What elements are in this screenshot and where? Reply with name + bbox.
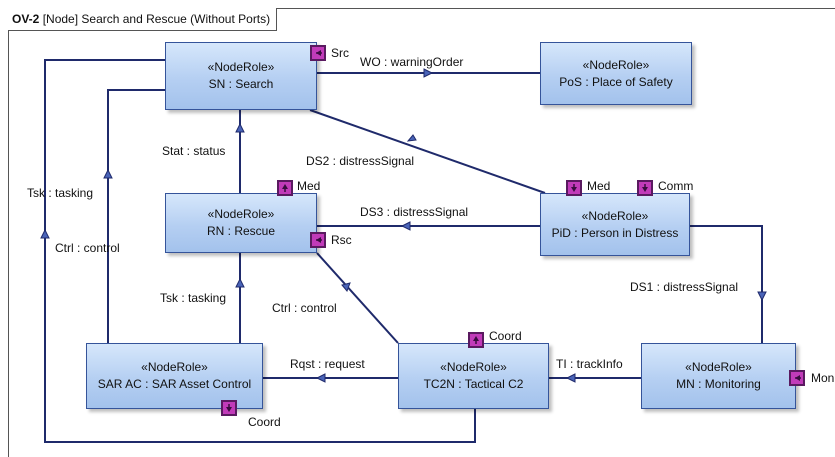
port-mn-mon[interactable]: [789, 370, 805, 386]
node-person-in-distress-stereotype: «NodeRole»: [581, 208, 649, 223]
node-tactical-c2-stereotype: «NodeRole»: [440, 360, 507, 374]
flow-label-ctrl-inner: Ctrl : control: [272, 301, 337, 315]
frame-title: [Node] Search and Rescue (Without Ports): [42, 12, 271, 26]
flow-ctrl-outer-arrow: [103, 168, 113, 179]
node-rescue-name: RN : Rescue: [206, 224, 276, 238]
arrow-up-icon: [282, 184, 288, 192]
frame-keyword: OV-2: [12, 12, 40, 26]
flow-label-tsk-outer: Tsk : tasking: [27, 186, 94, 200]
diagram-frame: [8, 8, 835, 457]
flow-tsk-inner-arrow: [235, 277, 245, 288]
port-label-rescue-med: Med: [297, 179, 321, 193]
node-sar-asset-control-name: SAR AC : SAR Asset Control: [97, 377, 252, 391]
flow-tsk-outer-line: [44, 59, 476, 443]
node-tactical-c2-name: TC2N : Tactical C2: [423, 377, 524, 391]
flow-ds3-arrow: [400, 221, 411, 231]
flow-ti-arrow: [565, 373, 576, 383]
flow-label-ds3: DS3 : distressSignal: [360, 205, 469, 219]
arrow-up-icon: [473, 336, 479, 344]
flow-label-ti: TI : trackInfo: [556, 357, 623, 371]
port-label-mn-mon: Mon: [811, 371, 835, 385]
node-place-of-safety[interactable]: «NodeRole» PoS : Place of Safety: [540, 42, 692, 105]
port-label-rescue-rsc: Rsc: [331, 233, 352, 247]
flow-ctrl-inner-arrow: [341, 282, 351, 292]
node-rescue-stereotype: «NodeRole»: [207, 207, 275, 221]
flow-label-ctrl-outer: Ctrl : control: [55, 241, 120, 255]
node-search-stereotype: «NodeRole»: [207, 60, 275, 74]
arrow-left-icon: [795, 375, 801, 381]
flow-label-tsk-inner: Tsk : tasking: [160, 291, 227, 305]
flow-label-ds1: DS1 : distressSignal: [630, 280, 739, 294]
flow-ctrl-outer-line: [107, 89, 165, 343]
node-place-of-safety-stereotype: «NodeRole»: [582, 57, 650, 72]
flow-wo-arrow: [423, 68, 434, 78]
port-label-search-src: Src: [331, 46, 349, 60]
flow-stat-arrow: [235, 122, 245, 133]
port-search-src[interactable]: [310, 45, 326, 61]
port-sarac-coord[interactable]: [221, 400, 237, 416]
arrow-down-icon: [571, 184, 577, 192]
flow-ds1-line: [690, 225, 763, 343]
node-tactical-c2[interactable]: «NodeRole» TC2N : Tactical C2: [398, 343, 549, 409]
port-label-sarac-coord: Coord: [248, 415, 281, 429]
flow-label-stat: Stat : status: [162, 144, 226, 158]
node-rescue[interactable]: «NodeRole» RN : Rescue: [165, 193, 317, 253]
flow-rqst-arrow: [315, 373, 326, 383]
node-search[interactable]: «NodeRole» SN : Search: [165, 42, 317, 110]
port-tc2n-coord[interactable]: [468, 332, 484, 348]
frame-title-tab: OV-2 [Node] Search and Rescue (Without P…: [8, 8, 278, 31]
port-pid-med[interactable]: [566, 180, 582, 196]
port-rescue-rsc[interactable]: [310, 232, 326, 248]
node-monitoring-name: MN : Monitoring: [676, 377, 761, 391]
node-place-of-safety-name: PoS : Place of Safety: [559, 74, 673, 89]
flow-label-ds2: DS2 : distressSignal: [306, 154, 415, 168]
arrow-left-icon: [316, 237, 322, 243]
flow-label-rqst: Rqst : request: [290, 357, 365, 371]
port-label-pid-med: Med: [587, 179, 611, 193]
arrow-left-icon: [316, 50, 322, 56]
flow-ctrl-inner-line: [316, 252, 399, 344]
flow-ds2-line: [309, 109, 546, 194]
node-sar-asset-control[interactable]: «NodeRole» SAR AC : SAR Asset Control: [86, 343, 263, 409]
port-label-pid-comm: Comm: [658, 179, 694, 193]
flow-label-wo: WO : warningOrder: [360, 55, 464, 69]
flow-ds1-arrow: [757, 291, 767, 302]
node-person-in-distress[interactable]: «NodeRole» PiD : Person in Distress: [540, 193, 690, 256]
node-monitoring[interactable]: «NodeRole» MN : Monitoring: [641, 343, 796, 409]
node-search-name: SN : Search: [208, 77, 274, 91]
arrow-down-icon: [226, 404, 232, 412]
node-person-in-distress-name: PiD : Person in Distress: [551, 225, 679, 240]
port-pid-comm[interactable]: [637, 180, 653, 196]
flow-ds2-arrow: [406, 134, 417, 142]
node-monitoring-stereotype: «NodeRole»: [685, 360, 752, 374]
port-label-tc2n-coord: Coord: [489, 329, 522, 343]
flow-tsk-outer-arrow: [40, 228, 50, 239]
node-sar-asset-control-stereotype: «NodeRole»: [141, 360, 208, 374]
port-rescue-med[interactable]: [277, 180, 293, 196]
arrow-down-icon: [642, 184, 648, 192]
